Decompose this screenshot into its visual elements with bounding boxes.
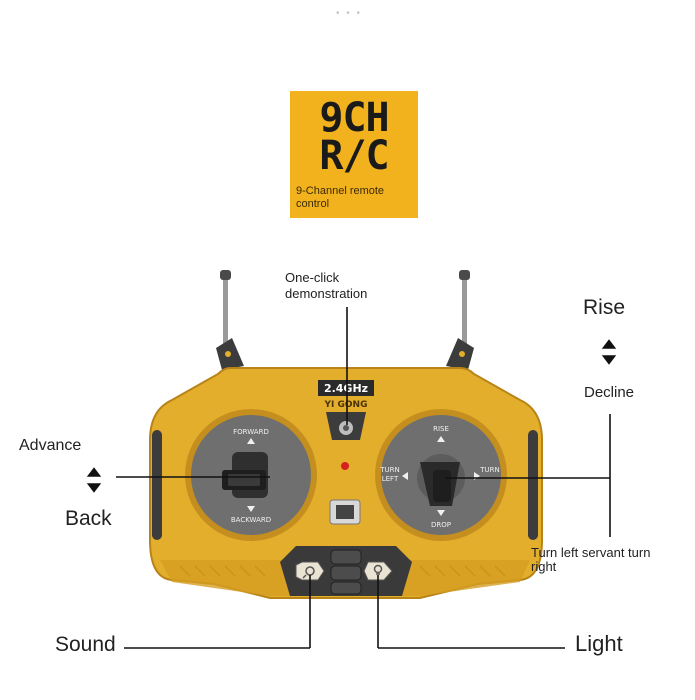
badge-subtitle: 9-Channel remote control — [296, 185, 385, 210]
right-stick-bottom-label: DROP — [431, 521, 451, 529]
cluster-middle-button[interactable] — [330, 565, 362, 581]
demo-callout-line-2: demonstration — [285, 286, 368, 301]
arrow-up-icon — [437, 436, 445, 442]
callout-lines — [116, 307, 611, 649]
right-grip — [528, 430, 538, 540]
arrow-down-icon — [437, 510, 445, 516]
right-joystick[interactable] — [433, 470, 451, 502]
frequency-plate — [318, 380, 374, 396]
arrow-left-icon — [402, 472, 408, 480]
light-button[interactable] — [363, 561, 393, 581]
cluster-top-button[interactable] — [330, 549, 362, 565]
right-antenna — [446, 270, 474, 370]
badge-headline-2: R/C — [319, 133, 389, 179]
page-indicator-dots: • • • — [336, 8, 363, 19]
left-stick-bottom-label: BACKWARD — [231, 516, 271, 524]
right-stick-top-label: RISE — [433, 425, 449, 433]
up-down-arrows-icon — [86, 467, 102, 493]
bulb-icon — [373, 564, 383, 575]
power-led — [341, 462, 349, 470]
demo-callout-line-1: One-click — [285, 270, 340, 285]
9ch-rc-badge: 9CH R/C 9-Channel remote control — [290, 91, 418, 218]
left-grip — [152, 430, 162, 540]
sound-button[interactable] — [295, 561, 325, 581]
turn-callout-line-2: right — [531, 559, 557, 574]
advance-label: Advance — [19, 437, 82, 454]
back-label: Back — [65, 507, 112, 530]
rise-label: Rise — [583, 296, 626, 319]
arrow-up-icon — [247, 438, 255, 444]
up-down-arrows-icon — [601, 339, 617, 365]
turn-callout-line-1: Turn left servant turn — [531, 545, 651, 560]
right-stick-right-label: TURN — [479, 466, 500, 474]
decline-label: Decline — [584, 384, 635, 401]
light-label: Light — [575, 631, 623, 656]
arrow-down-icon — [247, 506, 255, 512]
left-stick-top-label: FORWARD — [233, 428, 269, 436]
cluster-bottom-button[interactable] — [330, 581, 362, 595]
brand-label: YI GONG — [324, 400, 368, 410]
left-antenna — [216, 270, 244, 370]
right-stick-left-label-2: LEFT — [382, 475, 399, 483]
badge-headline-1: 9CH — [319, 95, 389, 141]
frequency-label: 2.4GHz — [324, 382, 368, 395]
right-stick-left-label-1: TURN — [379, 466, 400, 474]
sound-label: Sound — [55, 633, 116, 656]
